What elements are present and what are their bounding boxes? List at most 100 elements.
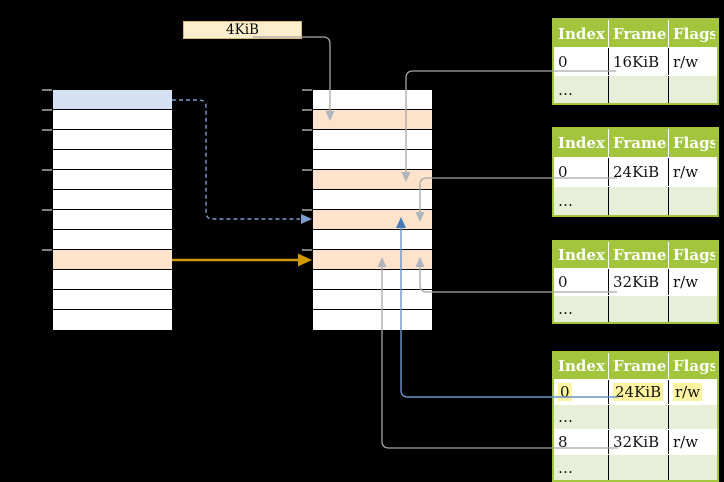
memory-row-white (53, 270, 172, 290)
memory-row-white (53, 190, 172, 210)
column-header-flags: Flags (668, 129, 715, 157)
tick-mark (302, 249, 312, 251)
flags-cell: r/w (668, 269, 715, 295)
frame-cell (608, 296, 668, 322)
column-header-frame: Frame (608, 20, 668, 47)
memory-row-white (53, 130, 172, 150)
tick-mark (42, 249, 52, 251)
memory-row-white (53, 230, 172, 250)
column-header-flags: Flags (668, 353, 715, 379)
table-row-ellipsis: … (554, 186, 717, 215)
index-cell: 0 (558, 273, 568, 291)
memory-row-white (313, 150, 432, 170)
physical-address-ticks (302, 89, 312, 330)
memory-row-white (313, 130, 432, 150)
virtual-memory-stack (53, 90, 172, 330)
table-header-row: Index Frame Flags (554, 129, 717, 157)
frame-cell (608, 455, 668, 480)
memory-row-white (313, 290, 432, 310)
page-size-label: 4KiB (183, 21, 302, 39)
tick-mark (42, 89, 52, 91)
memory-row-white (53, 110, 172, 130)
memory-row-white (313, 230, 432, 250)
frame-cell (608, 76, 668, 103)
flags-cell (668, 455, 715, 480)
memory-row-orange (313, 250, 432, 270)
index-cell: … (558, 458, 573, 477)
column-header-index: Index (558, 134, 605, 152)
frame-cell (608, 405, 668, 429)
index-cell: … (558, 80, 573, 99)
arrow-virtual-page-dashed (172, 99, 300, 220)
memory-row-white (313, 190, 432, 210)
memory-row-orange (53, 250, 172, 270)
table-header-row: Index Frame Flags (554, 20, 717, 47)
tick-mark (42, 209, 52, 211)
frame-cell: 24KiB (608, 380, 668, 404)
table-row-ellipsis: … (554, 404, 717, 429)
flags-cell (668, 187, 715, 215)
table-header-row: Index Frame Flags (554, 242, 717, 268)
flags-cell (668, 296, 715, 322)
page-table-2: Index Frame Flags 0 24KiB r/w … (552, 127, 719, 217)
highlight: 24KiB (613, 383, 664, 401)
memory-row-orange (313, 110, 432, 130)
column-header-flags: Flags (668, 20, 715, 47)
frame-cell: 16KiB (608, 48, 668, 75)
frame-cell: 24KiB (608, 158, 668, 186)
table-row-ellipsis: … (554, 75, 717, 103)
table-row-highlighted: 0 24KiB r/w (554, 379, 717, 404)
flags-cell: r/w (668, 48, 715, 75)
memory-row-orange (313, 210, 432, 230)
column-header-index: Index (558, 246, 605, 264)
tick-mark (42, 169, 52, 171)
memory-row-white (53, 150, 172, 170)
index-cell: … (558, 192, 573, 210)
index-cell: 8 (558, 433, 568, 451)
page-table-1: Index Frame Flags 0 16KiB r/w … (552, 18, 719, 105)
column-header-frame: Frame (608, 129, 668, 157)
column-header-index: Index (558, 24, 605, 43)
flags-cell (668, 405, 715, 429)
memory-row-white (313, 270, 432, 290)
memory-row-white (53, 210, 172, 230)
index-cell: 0 (558, 163, 568, 181)
flags-cell (668, 76, 715, 103)
table-row: 0 24KiB r/w (554, 157, 717, 186)
index-cell: 0 (558, 52, 568, 71)
frame-cell: 32KiB (608, 430, 668, 454)
index-cell: … (558, 408, 573, 426)
table-row-ellipsis: … (554, 295, 717, 322)
tick-mark (302, 109, 312, 111)
frame-cell (608, 187, 668, 215)
highlight: r/w (673, 383, 703, 401)
memory-row-white (53, 310, 172, 330)
table-row: 0 32KiB r/w (554, 268, 717, 295)
memory-row-blue (53, 90, 172, 110)
table-row: 0 16KiB r/w (554, 47, 717, 75)
column-header-flags: Flags (668, 242, 715, 268)
memory-row-white (53, 170, 172, 190)
tick-mark (42, 109, 52, 111)
table-header-row: Index Frame Flags (554, 353, 717, 379)
page-table-3: Index Frame Flags 0 32KiB r/w … (552, 240, 719, 324)
flags-cell: r/w (668, 430, 715, 454)
flags-cell: r/w (668, 158, 715, 186)
flags-cell: r/w (668, 380, 715, 404)
memory-row-white (53, 290, 172, 310)
column-header-frame: Frame (608, 353, 668, 379)
index-cell: … (558, 300, 573, 318)
tick-mark (42, 129, 52, 131)
physical-memory-stack (313, 90, 432, 330)
column-header-index: Index (558, 357, 605, 375)
index-cell: 0 (554, 380, 608, 404)
tick-mark (302, 169, 312, 171)
highlight: 0 (558, 383, 572, 401)
memory-row-white (313, 90, 432, 110)
column-header-frame: Frame (608, 242, 668, 268)
page-table-4: Index Frame Flags 0 24KiB r/w … 8 32KiB … (552, 351, 719, 482)
frame-cell: 32KiB (608, 269, 668, 295)
table-row-ellipsis: … (554, 454, 717, 480)
table-row: 8 32KiB r/w (554, 429, 717, 454)
tick-mark (302, 129, 312, 131)
